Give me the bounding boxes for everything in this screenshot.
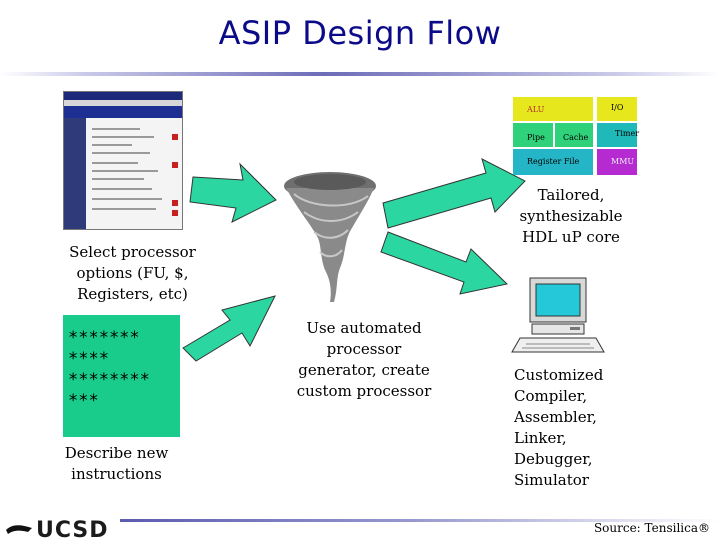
instruction-box xyxy=(63,315,180,437)
computer-icon xyxy=(511,277,605,353)
describe-caption: Describe new instructions xyxy=(64,444,169,483)
tailored-caption: Tailored, synthesizable HDL uP core xyxy=(519,186,623,246)
timer-block: Timer xyxy=(597,123,640,147)
ucsd-logo: UCSD xyxy=(36,518,109,543)
footer-divider xyxy=(120,519,720,522)
cache-block: Cache xyxy=(555,123,593,147)
pipe-label: Pipe xyxy=(527,133,545,142)
alu-block: ALU xyxy=(513,97,593,121)
register-file-label: Register File xyxy=(527,157,580,166)
arrow-icon xyxy=(382,158,526,229)
stars-line: *** xyxy=(68,391,99,411)
title-divider xyxy=(0,72,720,76)
arrow-icon xyxy=(189,162,277,223)
pipe-block: Pipe xyxy=(513,123,553,147)
arrow-icon xyxy=(380,231,509,295)
instruction-stars: ******* **** ******** *** xyxy=(68,328,150,412)
tornado-icon xyxy=(284,172,376,302)
stars-line: ******* xyxy=(68,328,140,348)
processor-options-screenshot xyxy=(63,91,183,230)
cache-label: Cache xyxy=(563,133,589,142)
stars-line: ******** xyxy=(68,370,150,390)
customized-caption: Customized Compiler, Assembler, Linker, … xyxy=(514,366,604,489)
select-options-caption: Select processor options (FU, $, Registe… xyxy=(69,243,196,303)
register-file-block: Register File xyxy=(513,149,593,175)
stars-line: **** xyxy=(68,349,109,369)
page-title: ASIP Design Flow xyxy=(218,14,502,52)
processor-core-diagram: ALU I/O Pipe Cache Timer Register File M… xyxy=(513,97,640,175)
timer-label: Timer xyxy=(615,129,640,138)
mmu-label: MMU xyxy=(611,157,635,166)
automated-caption: Use automated processor generator, creat… xyxy=(296,319,432,400)
alu-label: ALU xyxy=(527,105,545,114)
arrow-icon xyxy=(182,295,276,362)
io-block: I/O xyxy=(597,97,637,121)
io-label: I/O xyxy=(611,103,624,112)
source-credit: Source: Tensilica® xyxy=(593,521,710,535)
mmu-block: MMU xyxy=(597,149,637,175)
triton-logo-icon xyxy=(6,525,32,534)
